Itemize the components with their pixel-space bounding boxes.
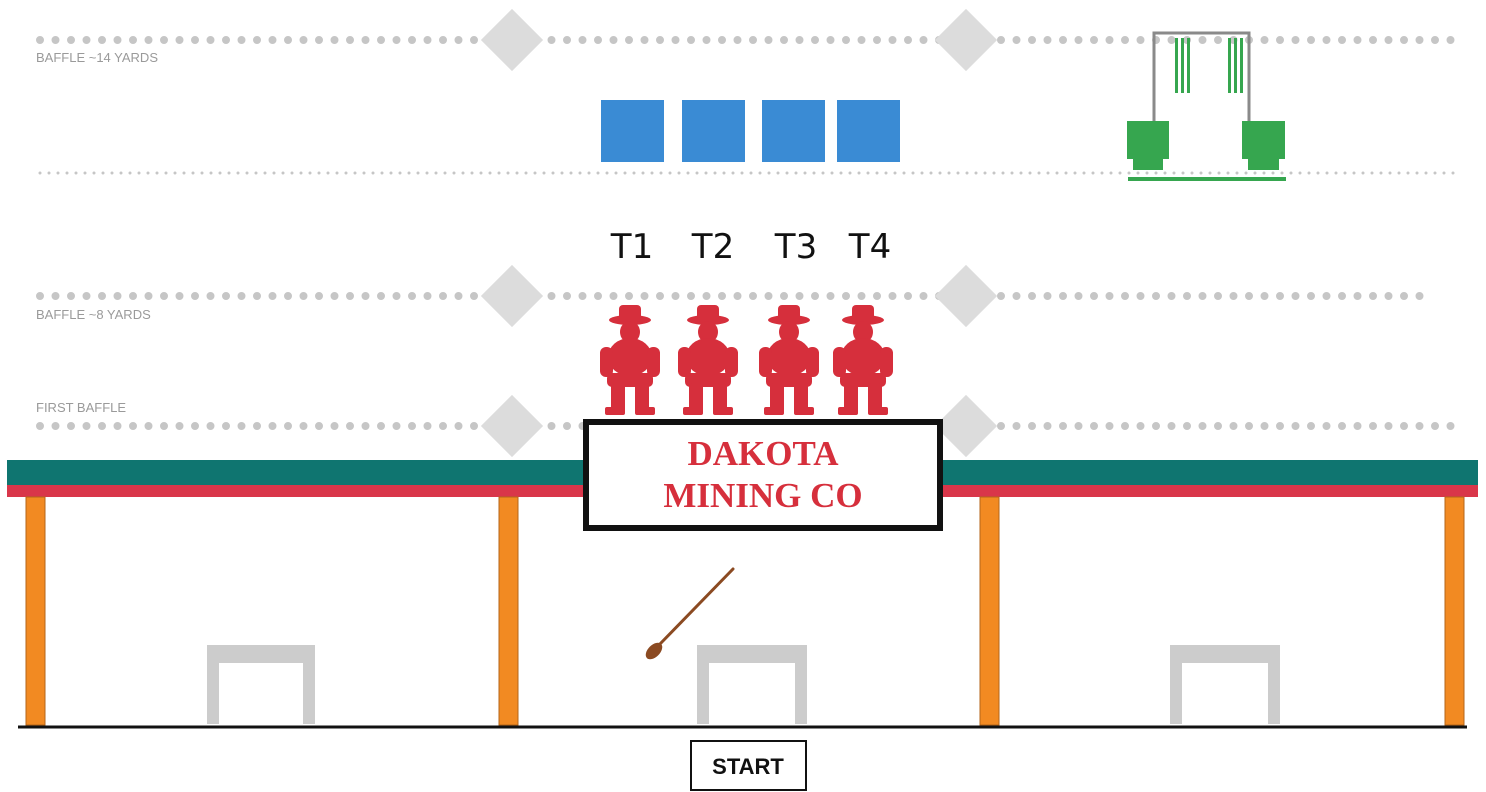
steel-target-3 (762, 100, 825, 162)
cowboy-targets (600, 305, 893, 415)
post-3 (980, 497, 999, 725)
target-label-t2: T2 (691, 227, 734, 267)
baffle-far-label: BAFFLE ~14 YARDS (36, 50, 158, 65)
stopper-target (1127, 33, 1286, 181)
baffle-mid-label: BAFFLE ~8 YARDS (36, 307, 151, 322)
dakota-mining-sign: DAKOTA MINING CO (586, 422, 940, 528)
steel-target-1 (601, 100, 664, 162)
post-2 (499, 497, 518, 725)
target-labels: T1 T2 T3 T4 (610, 227, 891, 267)
baffle-far-diamond-right (935, 9, 997, 71)
sign-line-1: DAKOTA (687, 434, 839, 473)
cowboy-target-4 (833, 305, 893, 415)
table-right (1170, 645, 1280, 724)
baffle-mid-diamond-right (935, 265, 997, 327)
steel-targets (601, 100, 900, 162)
table-left (207, 645, 315, 724)
baffle-mid-diamond-left (481, 265, 543, 327)
table-center (697, 645, 807, 724)
baffle-far-diamond-left (481, 9, 543, 71)
shed-posts (26, 497, 1464, 725)
steel-target-4 (837, 100, 900, 162)
start-label: START (712, 754, 784, 779)
cowboy-target-1 (600, 305, 660, 415)
sign-line-2: MINING CO (663, 476, 862, 515)
baffle-mid: BAFFLE ~8 YARDS (36, 265, 1432, 327)
post-1 (26, 497, 45, 725)
baffle-first-diamond-left (481, 395, 543, 457)
cowboy-target-2 (678, 305, 738, 415)
baffle-first-label: FIRST BAFFLE (36, 400, 126, 415)
target-label-t4: T4 (848, 227, 891, 267)
target-label-t1: T1 (610, 227, 653, 267)
cowboy-target-3 (759, 305, 819, 415)
post-4 (1445, 497, 1464, 725)
start-box: START (691, 741, 806, 790)
target-label-t3: T3 (774, 227, 817, 267)
tables (207, 645, 1280, 724)
baffle-first-diamond-right (935, 395, 997, 457)
steel-target-2 (682, 100, 745, 162)
